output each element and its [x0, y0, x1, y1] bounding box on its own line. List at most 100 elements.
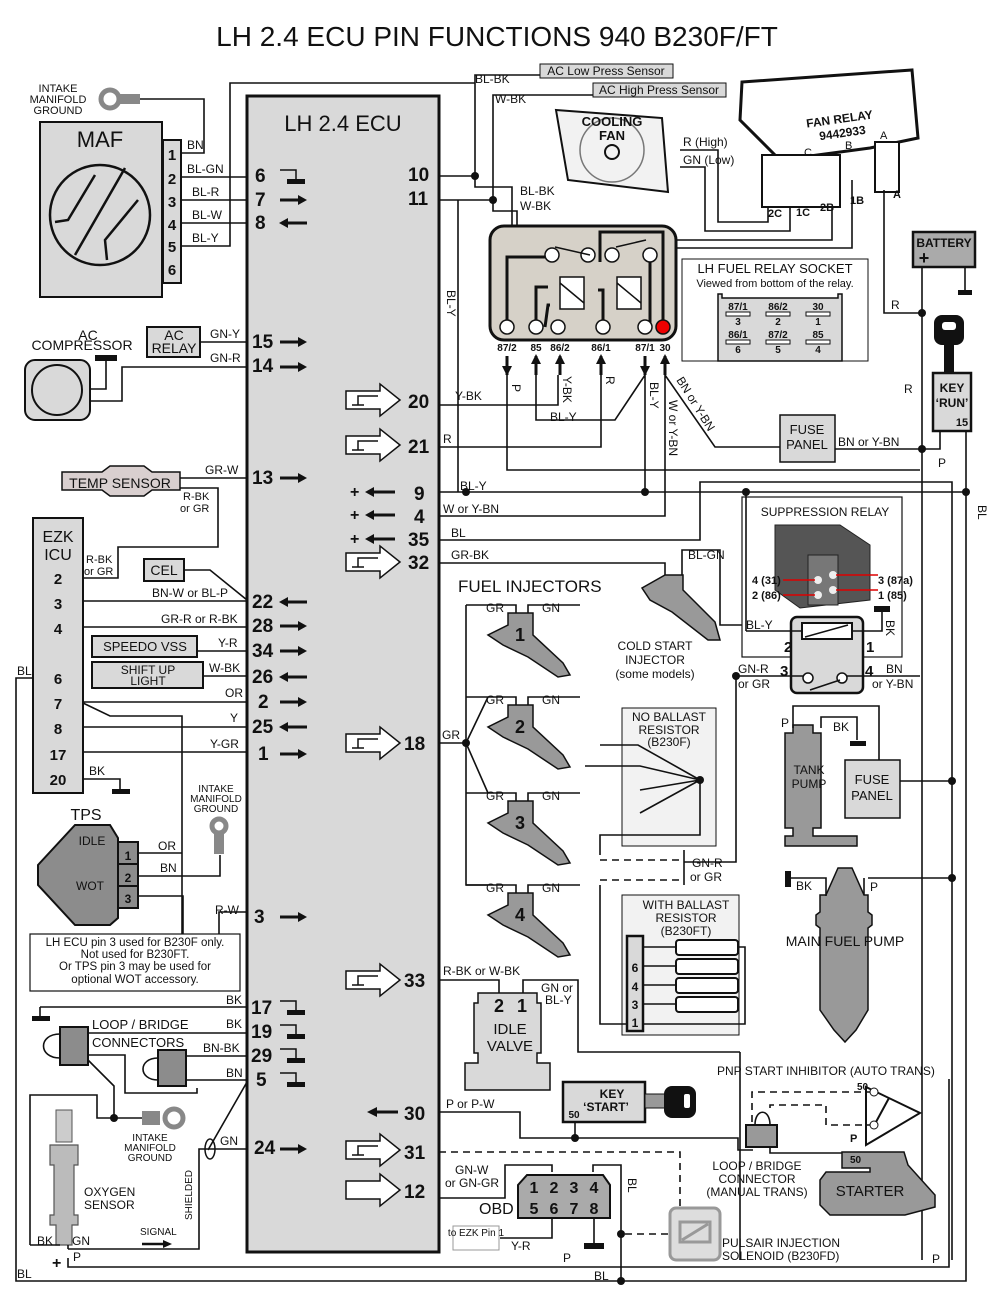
- pin-22-in-symbol: [279, 597, 307, 607]
- svg-text:6: 6: [168, 262, 176, 279]
- svg-text:6: 6: [550, 1201, 559, 1218]
- svg-text:Y: Y: [230, 711, 238, 725]
- svg-text:13: 13: [252, 468, 273, 489]
- pin-4-power-in-symbol: +: [350, 507, 395, 524]
- svg-text:SUPPRESSION RELAY: SUPPRESSION RELAY: [761, 505, 889, 519]
- svg-text:3: 3: [254, 907, 265, 928]
- svg-text:33: 33: [404, 971, 425, 992]
- fan-relay: FAN RELAY 9442933 C B A 2C 1C 2B 1B A: [738, 68, 920, 220]
- svg-text:1: 1: [517, 996, 527, 1016]
- svg-text:3: 3: [570, 1180, 579, 1197]
- svg-text:14: 14: [252, 356, 274, 377]
- svg-text:Y-BK: Y-BK: [455, 389, 482, 403]
- svg-text:COMPRESSOR: COMPRESSOR: [31, 337, 132, 353]
- svg-text:A: A: [880, 130, 888, 142]
- svg-text:BL-R: BL-R: [192, 185, 220, 199]
- svg-text:R: R: [443, 432, 452, 446]
- pin-6-ground-symbol: [280, 169, 305, 184]
- svg-text:87/1: 87/1: [635, 343, 655, 354]
- svg-text:PUMP: PUMP: [792, 777, 827, 791]
- svg-text:2: 2: [125, 871, 132, 885]
- svg-text:+: +: [919, 248, 930, 268]
- pnp-start-inhibitor: 50 P: [850, 1082, 923, 1147]
- svg-text:2: 2: [784, 639, 792, 656]
- svg-text:7: 7: [54, 696, 62, 713]
- svg-text:28: 28: [252, 616, 273, 637]
- svg-text:GR-R or R-BK: GR-R or R-BK: [161, 612, 238, 626]
- svg-text:P: P: [563, 1251, 571, 1265]
- pin-34-out-symbol: [280, 646, 307, 656]
- svg-text:Y-R: Y-R: [511, 1239, 531, 1253]
- svg-text:34: 34: [252, 641, 274, 662]
- svg-text:BL-BK: BL-BK: [475, 72, 510, 86]
- lh-fuel-relay: 87/2 85 86/2 86/1 87/1 30: [488, 224, 678, 354]
- svg-text:BL-GN: BL-GN: [187, 162, 224, 176]
- svg-text:BL-Y: BL-Y: [444, 290, 458, 317]
- svg-text:R: R: [904, 382, 913, 396]
- svg-text:17: 17: [251, 998, 272, 1019]
- svg-text:ICU: ICU: [44, 547, 72, 564]
- svg-text:SPEEDO VSS: SPEEDO VSS: [103, 639, 187, 654]
- svg-text:NO BALLAST: NO BALLAST: [632, 710, 707, 724]
- svg-text:LOOP / BRIDGE: LOOP / BRIDGE: [92, 1017, 189, 1032]
- svg-text:GN-R: GN-R: [210, 351, 241, 365]
- svg-text:SOLENOID (B230FD): SOLENOID (B230FD): [722, 1249, 839, 1263]
- svg-text:4: 4: [632, 980, 639, 994]
- svg-text:FUSE: FUSE: [790, 422, 825, 437]
- tps-sensor: TPS IDLE WOT 1 2 3: [37, 807, 139, 926]
- svg-text:17: 17: [50, 747, 67, 764]
- svg-text:15: 15: [252, 332, 274, 353]
- svg-text:MANIFOLD: MANIFOLD: [190, 794, 242, 805]
- svg-text:P: P: [781, 716, 789, 730]
- svg-text:30: 30: [659, 343, 671, 354]
- svg-text:INTAKE: INTAKE: [132, 1133, 168, 1144]
- svg-text:2 (86): 2 (86): [752, 590, 781, 602]
- svg-text:C: C: [804, 147, 812, 159]
- svg-text:GN: GN: [542, 881, 560, 895]
- svg-text:or GN-GR: or GN-GR: [445, 1176, 499, 1190]
- svg-text:FUSE: FUSE: [855, 772, 890, 787]
- svg-text:3: 3: [168, 194, 176, 211]
- svg-text:B: B: [845, 140, 852, 152]
- ecu-label: LH 2.4 ECU: [284, 111, 401, 136]
- ac-low-press-sensor: AC Low Press Sensor: [539, 63, 674, 79]
- svg-text:BK: BK: [796, 879, 812, 893]
- svg-text:86/1: 86/1: [728, 330, 748, 341]
- svg-text:3: 3: [632, 998, 639, 1012]
- ecu-box: [245, 94, 441, 1254]
- svg-text:A: A: [893, 189, 901, 201]
- svg-text:4: 4: [515, 905, 525, 925]
- svg-text:8: 8: [255, 213, 266, 234]
- svg-text:P or P-W: P or P-W: [446, 1097, 495, 1111]
- svg-text:87/2: 87/2: [768, 330, 788, 341]
- ac-compressor: COMPRESSOR AC: [24, 327, 133, 421]
- svg-text:LIGHT: LIGHT: [130, 674, 166, 688]
- pin-20-switched-output-symbol: [345, 382, 402, 418]
- svg-text:VALVE: VALVE: [487, 1038, 533, 1055]
- svg-text:or GR: or GR: [84, 566, 113, 578]
- pin-8-in-symbol: [279, 218, 307, 228]
- svg-text:9442933: 9442933: [818, 123, 867, 143]
- svg-text:STARTER: STARTER: [836, 1183, 905, 1200]
- svg-text:R: R: [891, 298, 900, 312]
- svg-text:30: 30: [812, 302, 824, 313]
- pin-14-out-symbol: [280, 362, 307, 372]
- svg-text:BL-W: BL-W: [192, 208, 223, 222]
- svg-text:WOT: WOT: [76, 879, 105, 893]
- svg-text:EZK: EZK: [42, 529, 73, 546]
- pin-3-out-symbol: [280, 912, 307, 922]
- svg-text:OR: OR: [225, 686, 243, 700]
- svg-text:86/1: 86/1: [591, 343, 611, 354]
- svg-text:PANEL: PANEL: [851, 788, 893, 803]
- svg-text:BN-BK: BN-BK: [203, 1041, 240, 1055]
- with-ballast-resistor: WITH BALLAST RESISTOR (B230FT) 6 4 3 1: [621, 894, 740, 1036]
- socket-terminal-3: 87/13: [725, 302, 751, 328]
- socket-terminal-6: 86/16: [725, 330, 751, 356]
- svg-text:3 (87a): 3 (87a): [878, 575, 913, 587]
- pin-24-out-symbol: [280, 1144, 307, 1154]
- socket-terminal-1: 301: [805, 302, 831, 328]
- svg-text:R-BK or W-BK: R-BK or W-BK: [443, 964, 520, 978]
- svg-text:5: 5: [168, 239, 176, 256]
- svg-text:GN (Low): GN (Low): [683, 153, 734, 167]
- svg-text:KEY: KEY: [600, 1087, 625, 1101]
